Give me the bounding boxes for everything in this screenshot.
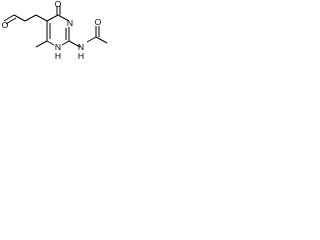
atom-labels: O O N N H N H O bbox=[2, 0, 102, 61]
chemical-structure-drawing: O O N N H N H O bbox=[2, 0, 108, 61]
aldehyde-oxygen-label: O bbox=[2, 20, 9, 30]
ring-nitrogen-nh-label: N bbox=[55, 42, 61, 52]
amide-nitrogen-hydrogen-label: H bbox=[78, 51, 84, 61]
bond-acetyl-methyl bbox=[95, 36, 108, 44]
ring-nitrogen-top-label: N bbox=[67, 18, 73, 28]
bond-chain-to-ring bbox=[35, 14, 48, 22]
bond-chain-1 bbox=[3, 14, 15, 22]
bond-ring-c5-c4 bbox=[46, 14, 59, 22]
structure-diagram: O O N N H N H O bbox=[0, 0, 145, 84]
bond-methyl bbox=[35, 40, 48, 48]
ring-carbonyl-oxygen-label: O bbox=[55, 0, 62, 9]
bond-amide-n-carbonyl-c bbox=[86, 36, 97, 43]
bond-chain-3 bbox=[24, 14, 37, 22]
bond-ring-n1-c6 bbox=[46, 40, 55, 46]
bond-chain-1-double bbox=[5, 17, 17, 25]
acetyl-oxygen-label: O bbox=[95, 17, 102, 27]
bond-chain-2 bbox=[13, 14, 26, 22]
amide-nitrogen-label: N bbox=[78, 42, 84, 52]
ring-nitrogen-nh-hydrogen-label: H bbox=[55, 51, 61, 61]
bonds bbox=[3, 6, 108, 48]
bond-ring-c4-n3 bbox=[57, 14, 70, 22]
bond-c2-amide-n bbox=[68, 40, 81, 48]
bond-ring-c2-n1 bbox=[61, 40, 70, 46]
